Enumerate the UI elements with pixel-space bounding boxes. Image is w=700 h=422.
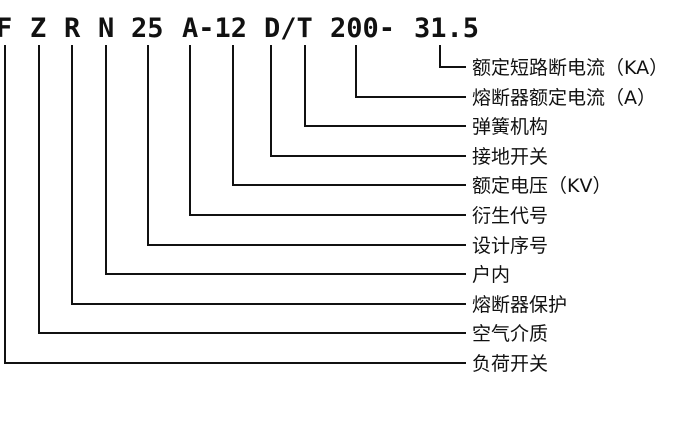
leader-line-1 bbox=[439, 45, 466, 68]
description-label-10: 空气介质 bbox=[472, 323, 548, 345]
code-segment-n: N bbox=[98, 13, 114, 44]
leader-line-9 bbox=[71, 45, 466, 305]
leader-line-3 bbox=[304, 45, 466, 127]
leader-line-5 bbox=[232, 45, 466, 186]
code-segment-dt: D/T bbox=[264, 13, 313, 44]
description-label-5: 额定电压（KV） bbox=[472, 175, 611, 197]
leader-line-11 bbox=[4, 45, 466, 364]
code-segment-f: F bbox=[0, 13, 12, 44]
code-segment-z: Z bbox=[30, 13, 46, 44]
leader-lines bbox=[4, 45, 466, 364]
description-label-9: 熔断器保护 bbox=[472, 294, 567, 316]
leader-line-8 bbox=[105, 45, 466, 275]
leader-line-7 bbox=[147, 45, 466, 246]
description-label-11: 负荷开关 bbox=[472, 353, 548, 375]
description-label-2: 熔断器额定电流（A） bbox=[472, 87, 656, 109]
code-segment-25: 25 bbox=[131, 13, 164, 44]
description-label-1: 额定短路断电流（KA） bbox=[472, 57, 668, 79]
description-label-6: 衍生代号 bbox=[472, 205, 548, 227]
leader-line-4 bbox=[270, 45, 466, 157]
description-label-4: 接地开关 bbox=[472, 146, 548, 168]
leader-line-2 bbox=[355, 45, 466, 98]
code-segment-r: R bbox=[64, 13, 81, 44]
leader-line-10 bbox=[38, 45, 466, 334]
leader-line-6 bbox=[189, 45, 466, 216]
model-code-row: F Z R N 25 A-12 D/T 200- 31.5 bbox=[0, 13, 479, 44]
code-segment-200: 200- bbox=[330, 13, 395, 44]
code-segment-a12: A-12 bbox=[182, 13, 247, 44]
code-segment-315: 31.5 bbox=[414, 13, 479, 44]
description-label-3: 弹簧机构 bbox=[472, 116, 548, 138]
description-label-7: 设计序号 bbox=[472, 235, 548, 257]
description-label-8: 户内 bbox=[472, 264, 510, 286]
